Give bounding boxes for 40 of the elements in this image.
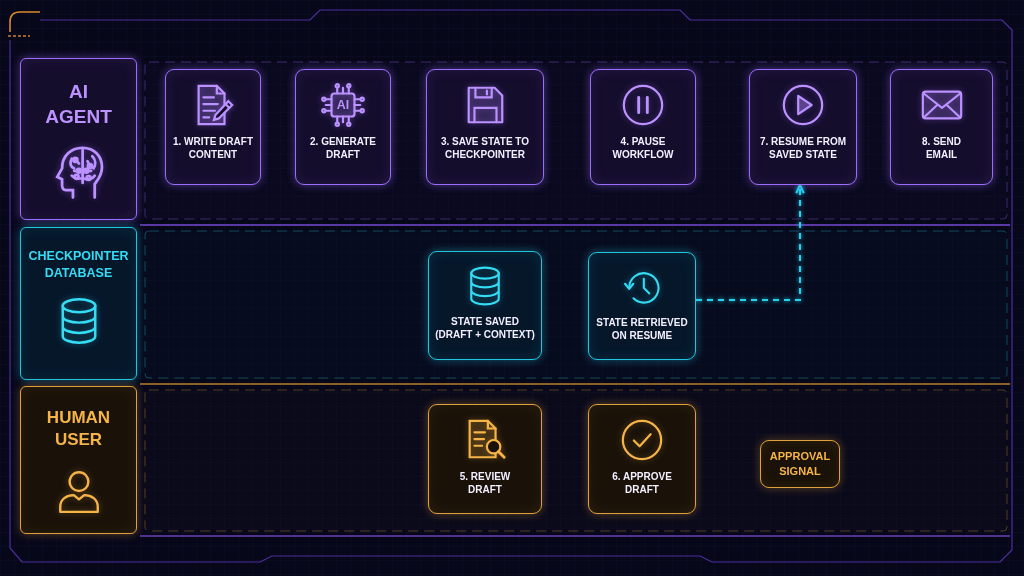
dashed-arrow <box>695 184 805 301</box>
step-box <box>428 404 542 514</box>
step-box <box>428 251 542 360</box>
step-box <box>749 69 857 185</box>
lane-header <box>20 386 137 534</box>
step-label: 4. PAUSE WORKFLOW <box>611 135 675 162</box>
step-box <box>588 404 696 514</box>
arrow <box>856 107 891 117</box>
step-box <box>890 69 993 185</box>
arrow <box>541 447 589 457</box>
lane-header <box>20 58 137 220</box>
lane-title: AI AGENT <box>44 80 113 130</box>
signal-box <box>760 440 840 488</box>
step-box <box>165 69 261 185</box>
dashed-arrow <box>695 456 761 466</box>
step-label: 6. APPROVE DRAFT <box>611 470 673 497</box>
arrow <box>695 107 750 117</box>
dashed-arrow <box>637 184 647 253</box>
step-label: 5. REVIEW DRAFT <box>458 470 512 497</box>
step-label: 8. SEND EMAIL <box>921 135 962 162</box>
step-label: STATE SAVED (DRAFT + CONTEXT) <box>434 315 536 342</box>
step-label: 7. RESUME FROM SAVED STATE <box>758 135 848 162</box>
arrow <box>260 107 296 117</box>
lane-title: HUMAN USER <box>45 407 112 452</box>
step-label: 1. WRITE DRAFT CONTENT <box>172 135 254 162</box>
lane-title: CHECKPOINTER DATABASE <box>27 248 130 281</box>
dashed-arrow <box>541 291 589 301</box>
chip-label: AI <box>336 98 350 112</box>
lane-header <box>20 227 137 380</box>
step-box <box>590 69 696 185</box>
step-box <box>426 69 544 185</box>
signal-label: APPROVAL SIGNAL <box>768 449 832 479</box>
step-box <box>588 252 696 360</box>
step-label: STATE RETRIEVED ON RESUME <box>595 316 689 343</box>
dashed-arrow <box>480 184 490 252</box>
arrow <box>390 107 427 117</box>
step-box <box>295 69 391 185</box>
step-label: 2. GENERATE DRAFT <box>309 135 377 162</box>
arrow <box>543 107 591 117</box>
step-label: 3. SAVE STATE TO CHECKPOINTER <box>439 135 531 162</box>
